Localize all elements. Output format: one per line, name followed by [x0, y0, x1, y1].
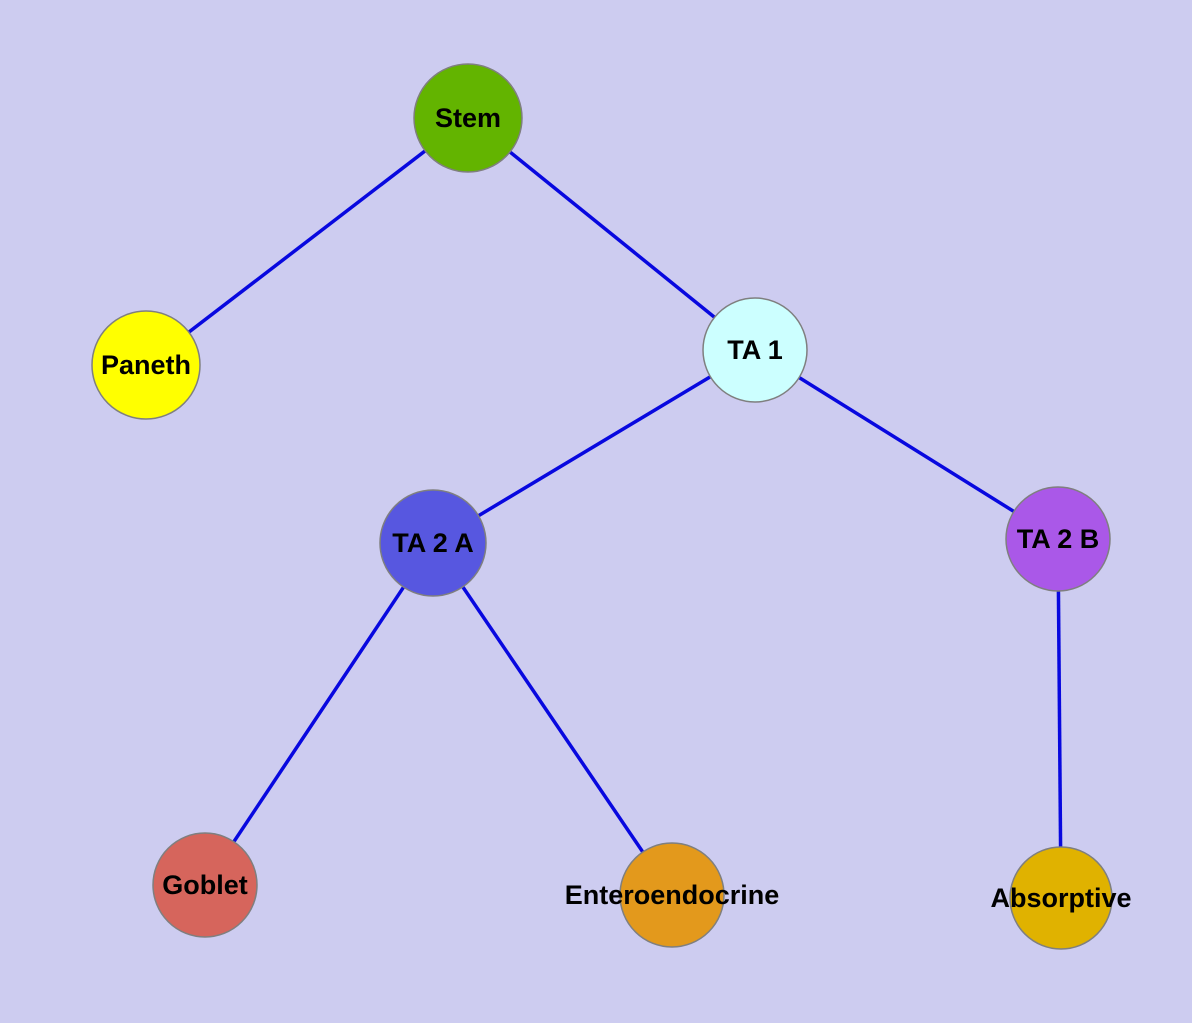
node-ta1[interactable]: TA 1 — [702, 297, 808, 403]
edge-ta2a-goblet — [203, 542, 435, 886]
node-circle-ta2a[interactable] — [379, 489, 487, 597]
edge-ta2b-absorptive — [1056, 538, 1063, 899]
edge-ta1-ta2b — [754, 348, 1059, 541]
node-circle-absorptive[interactable] — [1009, 846, 1113, 950]
edge-ta1-ta2a — [432, 348, 756, 545]
node-enteroendocrine[interactable]: Enteroendocrine — [565, 842, 780, 948]
node-absorptive[interactable]: Absorptive — [990, 846, 1132, 950]
node-circle-paneth[interactable] — [91, 310, 201, 420]
node-circle-stem[interactable] — [413, 63, 523, 173]
node-circle-ta1[interactable] — [702, 297, 808, 403]
node-circle-goblet[interactable] — [152, 832, 258, 938]
node-circle-enteroendocrine[interactable] — [619, 842, 725, 948]
node-goblet[interactable]: Goblet — [152, 832, 258, 938]
node-paneth[interactable]: Paneth — [91, 310, 201, 420]
node-circle-ta2b[interactable] — [1005, 486, 1111, 592]
edge-stem-paneth — [144, 116, 470, 367]
edge-ta2a-enteroendocrine — [431, 542, 674, 896]
node-ta2a[interactable]: TA 2 A — [379, 489, 487, 597]
node-stem[interactable]: Stem — [413, 63, 523, 173]
node-ta2b[interactable]: TA 2 B — [1005, 486, 1111, 592]
edge-stem-ta1 — [466, 116, 757, 352]
